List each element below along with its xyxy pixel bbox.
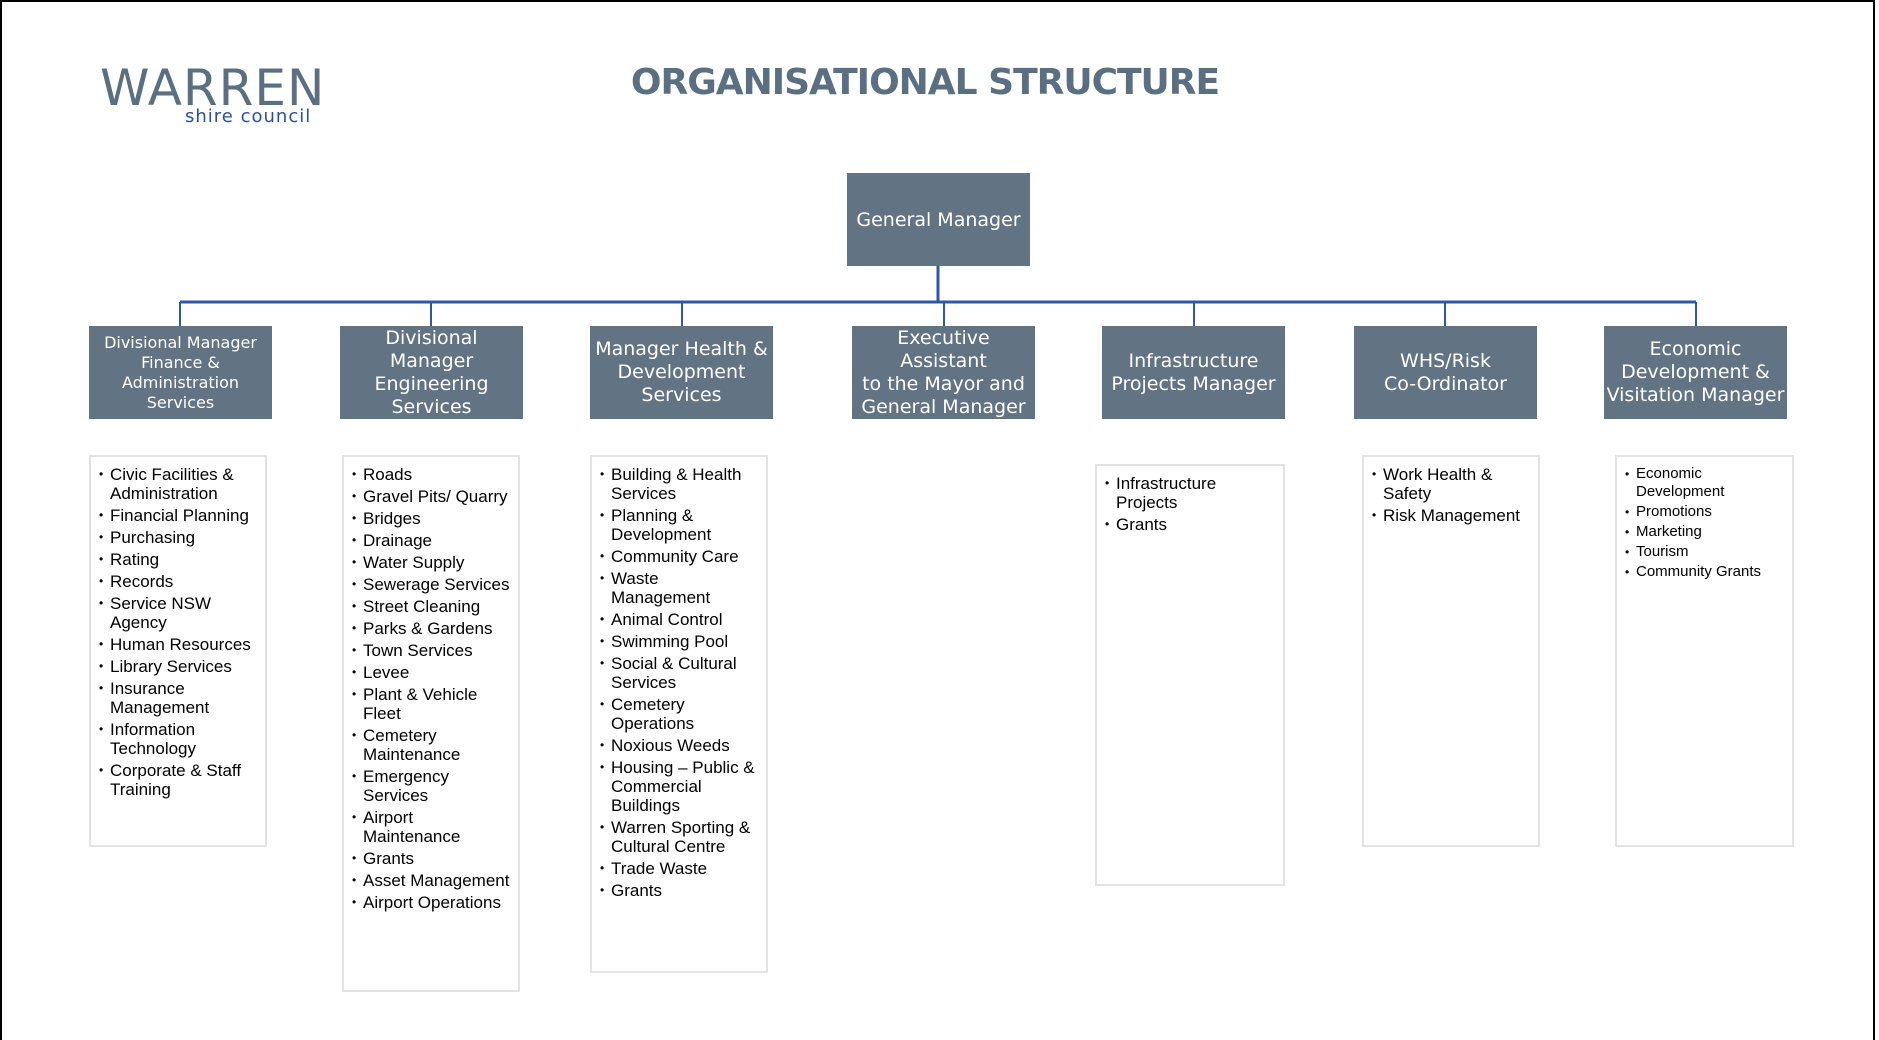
list-item: Plant & Vehicle Fleet	[352, 685, 512, 723]
list-item: Town Services	[352, 641, 512, 660]
general-manager-box: General Manager	[847, 173, 1030, 266]
list-item: Service NSW Agency	[99, 594, 259, 632]
list-item: Waste Management	[600, 569, 760, 607]
responsibility-list-finance-administration: Civic Facilities & AdministrationFinanci…	[89, 455, 267, 847]
list-item: Parks & Gardens	[352, 619, 512, 638]
page-title: ORGANISATIONAL STRUCTURE	[630, 62, 1220, 103]
list-item: Grants	[600, 881, 760, 900]
warren-shire-council-logo: WARREN shire council	[100, 60, 340, 130]
list-item: Financial Planning	[99, 506, 259, 525]
list-item: Trade Waste	[600, 859, 760, 878]
responsibility-list-health-development: Building & Health ServicesPlanning & Dev…	[590, 455, 768, 973]
list-item: Emergency Services	[352, 767, 512, 805]
list-item: Insurance Management	[99, 679, 259, 717]
manager-box-executive-assistant: Executive Assistant to the Mayor and Gen…	[852, 326, 1035, 419]
manager-box-whs-risk: WHS/Risk Co-Ordinator	[1354, 326, 1537, 419]
list-item: Grants	[352, 849, 512, 868]
list-item: Roads	[352, 465, 512, 484]
list-item: Economic Development	[1625, 465, 1786, 501]
manager-box-health-development: Manager Health & Development Services	[590, 326, 773, 419]
responsibility-list-infrastructure-projects: Infrastructure ProjectsGrants	[1095, 464, 1285, 886]
list-item: Airport Operations	[352, 893, 512, 912]
list-item: Animal Control	[600, 610, 760, 629]
list-item: Promotions	[1625, 503, 1786, 521]
list-item: Cemetery Operations	[600, 695, 760, 733]
list-item: Water Supply	[352, 553, 512, 572]
list-item: Corporate & Staff Training	[99, 761, 259, 799]
list-item: Drainage	[352, 531, 512, 550]
list-item: Swimming Pool	[600, 632, 760, 651]
list-item: Planning & Development	[600, 506, 760, 544]
list-item: Social & Cultural Services	[600, 654, 760, 692]
list-item: Bridges	[352, 509, 512, 528]
list-item: Purchasing	[99, 528, 259, 547]
list-item: Work Health & Safety	[1372, 465, 1532, 503]
list-item: Human Resources	[99, 635, 259, 654]
list-item: Building & Health Services	[600, 465, 760, 503]
manager-box-economic-development: Economic Development & Visitation Manage…	[1604, 326, 1787, 419]
list-item: Noxious Weeds	[600, 736, 760, 755]
manager-box-infrastructure-projects: Infrastructure Projects Manager	[1102, 326, 1285, 419]
list-item: Grants	[1105, 515, 1277, 534]
list-item: Street Cleaning	[352, 597, 512, 616]
logo-wordmark: WARREN	[100, 59, 326, 117]
responsibility-list-engineering: RoadsGravel Pits/ QuarryBridgesDrainageW…	[342, 455, 520, 992]
logo-subtitle: shire council	[185, 106, 312, 127]
list-item: Levee	[352, 663, 512, 682]
list-item: Marketing	[1625, 523, 1786, 541]
list-item: Warren Sporting & Cultural Centre	[600, 818, 760, 856]
manager-box-engineering: Divisional Manager Engineering Services	[340, 326, 523, 419]
list-item: Cemetery Maintenance	[352, 726, 512, 764]
list-item: Library Services	[99, 657, 259, 676]
list-item: Community Grants	[1625, 563, 1786, 581]
list-item: Information Technology	[99, 720, 259, 758]
responsibility-list-economic-development: Economic DevelopmentPromotionsMarketingT…	[1615, 455, 1794, 847]
list-item: Infrastructure Projects	[1105, 474, 1277, 512]
list-item: Asset Management	[352, 871, 512, 890]
manager-box-finance-administration: Divisional Manager Finance & Administrat…	[89, 326, 272, 419]
list-item: Gravel Pits/ Quarry	[352, 487, 512, 506]
list-item: Risk Management	[1372, 506, 1532, 525]
list-item: Sewerage Services	[352, 575, 512, 594]
list-item: Civic Facilities & Administration	[99, 465, 259, 503]
list-item: Tourism	[1625, 543, 1786, 561]
list-item: Community Care	[600, 547, 760, 566]
list-item: Airport Maintenance	[352, 808, 512, 846]
list-item: Rating	[99, 550, 259, 569]
list-item: Housing – Public & Commercial Buildings	[600, 758, 760, 815]
responsibility-list-whs-risk: Work Health & SafetyRisk Management	[1362, 455, 1540, 847]
list-item: Records	[99, 572, 259, 591]
